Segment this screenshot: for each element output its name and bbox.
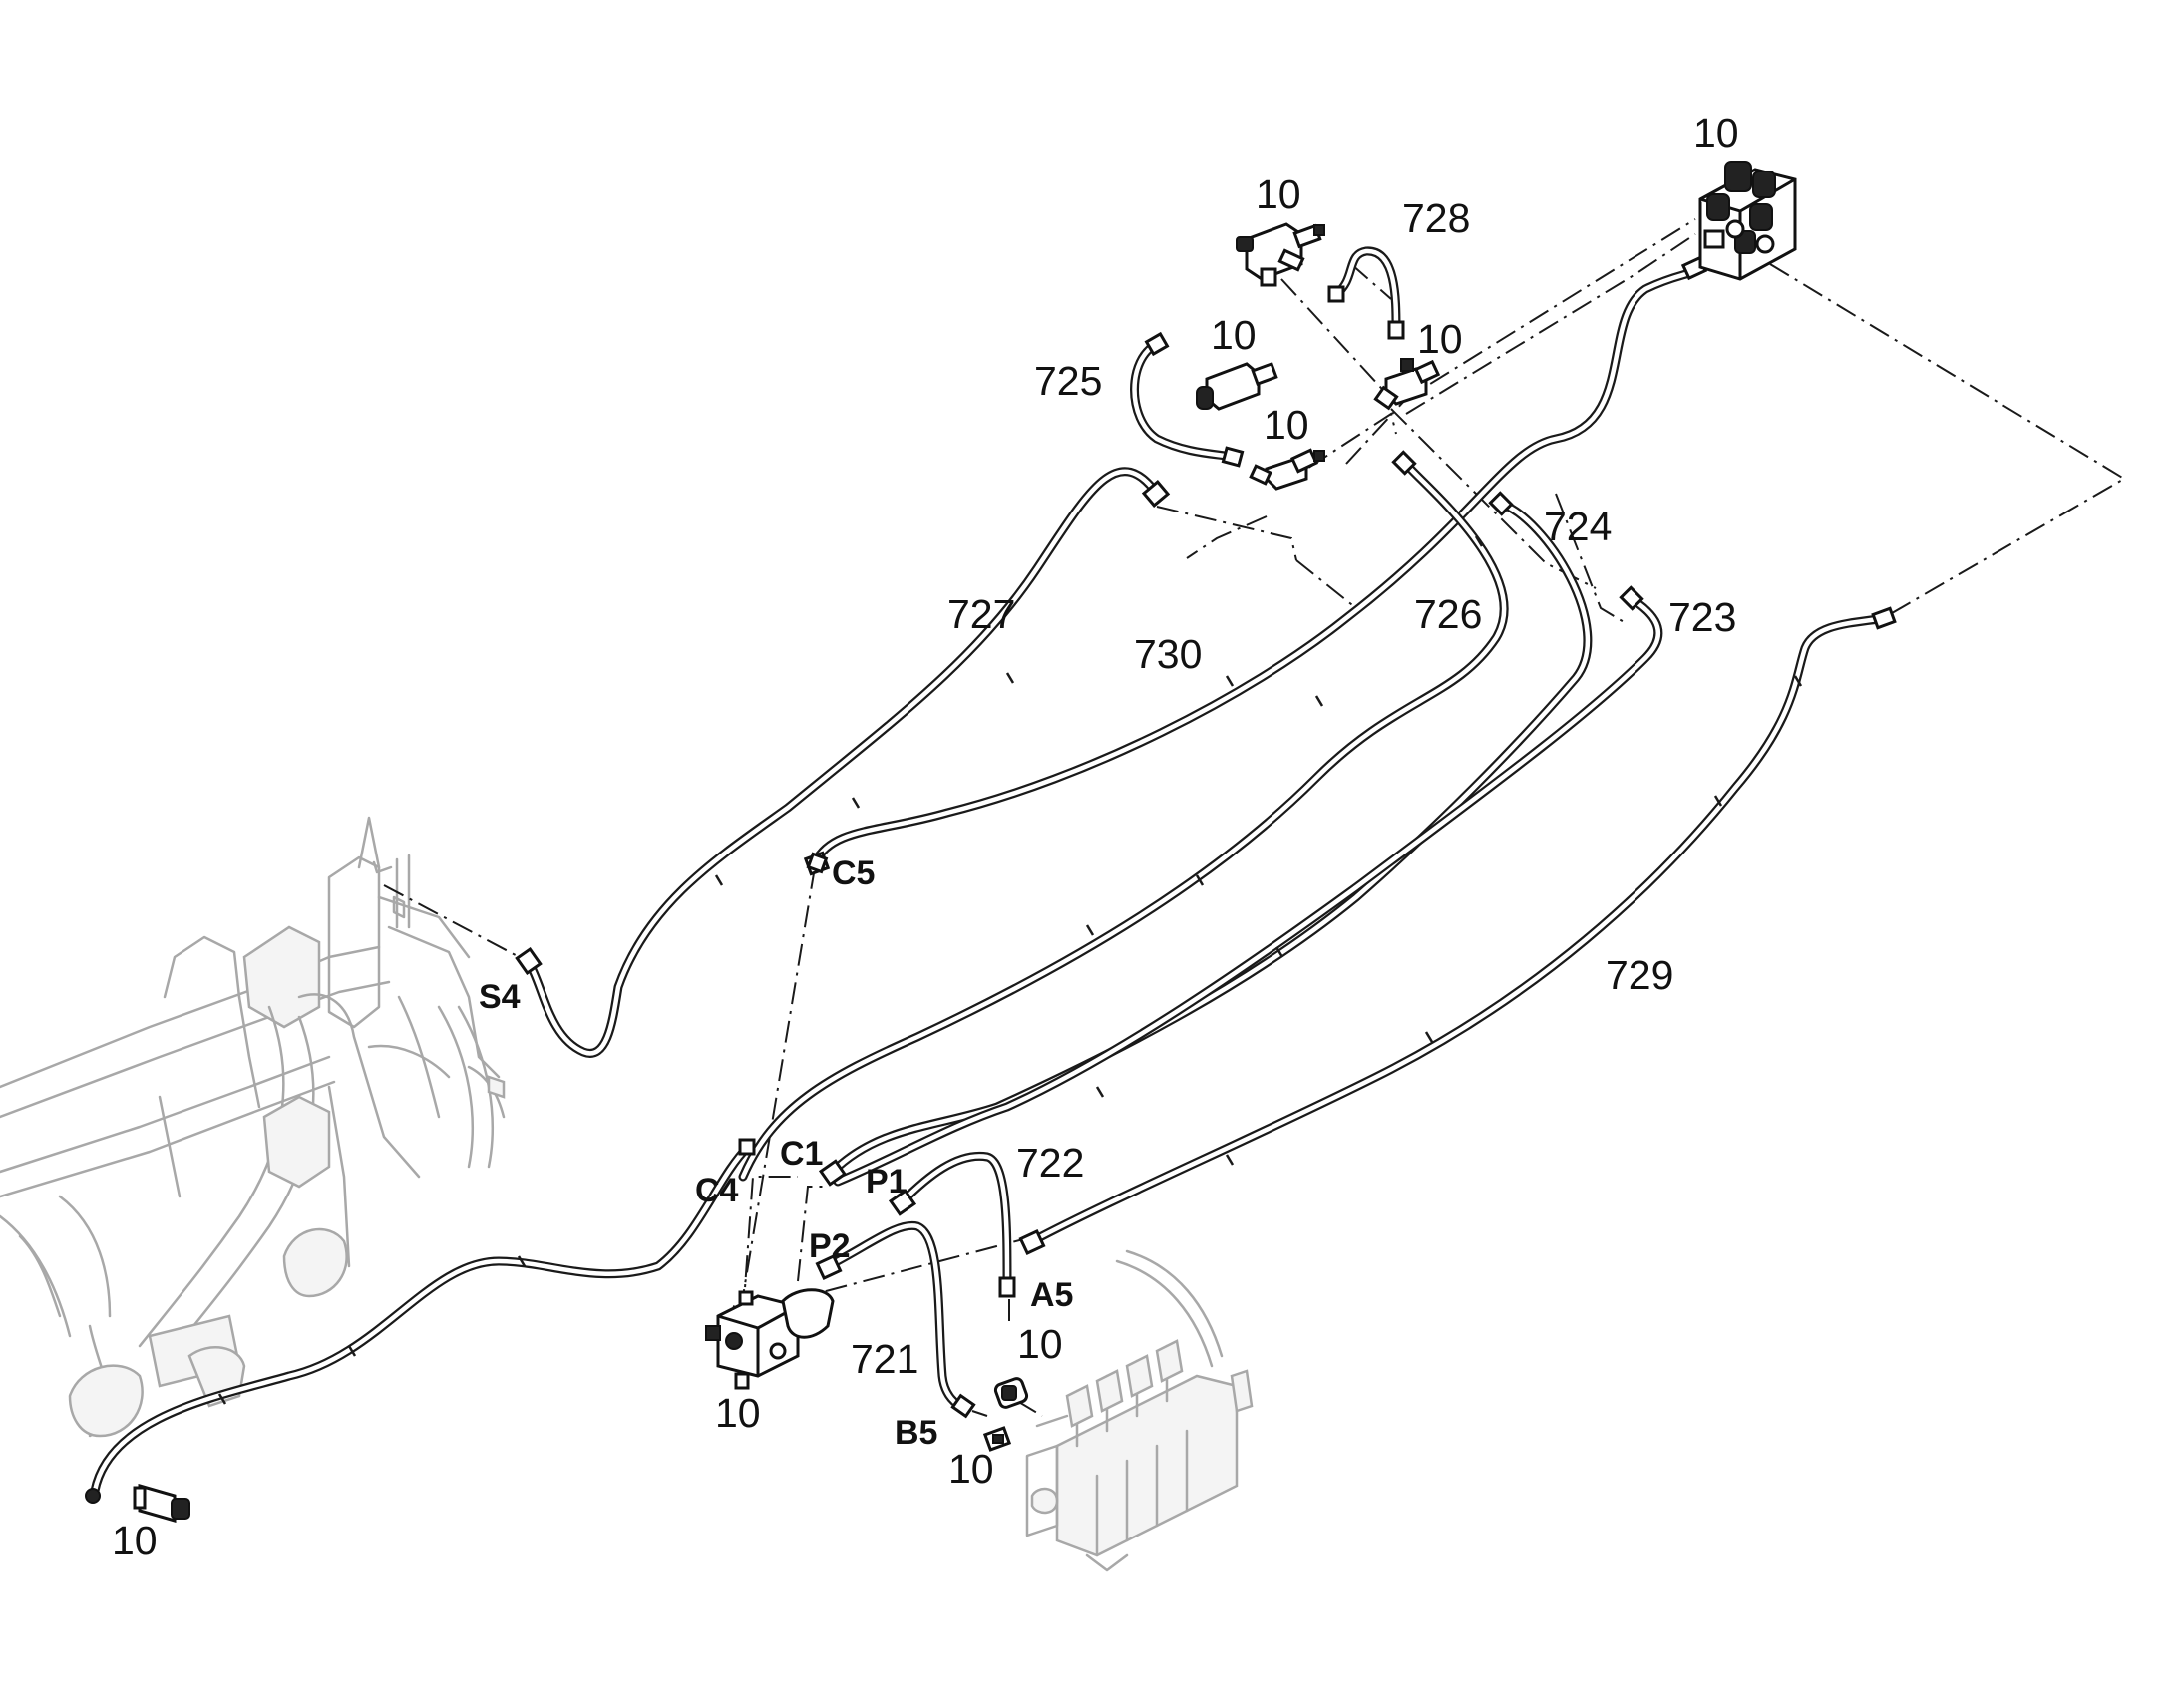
hose-729 <box>1027 613 1890 1246</box>
label-fitting-right-elbow: 10 <box>1417 316 1463 362</box>
label-port-c5: C5 <box>832 854 875 892</box>
hose-730 <box>810 264 1700 867</box>
hose-ends <box>85 255 1897 1504</box>
adapter-fitting-icon <box>1196 362 1278 411</box>
ghost-control-valve-bank <box>1025 1249 1254 1572</box>
label-hose-722: 722 <box>1016 1140 1084 1186</box>
label-fitting-bottom-left: 10 <box>112 1518 158 1563</box>
component-labels: 10 10 10 10 10 10 10 10 10 <box>112 110 1739 1563</box>
leader-lines <box>383 218 2126 1417</box>
hose-723 <box>833 593 1663 1187</box>
label-fitting-left-elbow: 10 <box>1264 402 1309 448</box>
label-port-c1: C1 <box>780 1135 823 1173</box>
label-fitting-top-tee: 10 <box>1256 171 1301 217</box>
hose-727 <box>524 467 1162 1058</box>
port-labels: S4 C5 C1 C4 P1 P2 A5 B5 <box>479 854 1073 1452</box>
hose-c4-long <box>90 1142 753 1496</box>
hose-ticks <box>217 535 1803 1405</box>
bottom-left-fitting-icon <box>133 1484 190 1523</box>
hose-725 <box>1130 339 1237 462</box>
elbow-fitting-icon <box>1249 448 1325 491</box>
hoses <box>90 246 1890 1496</box>
hose-722 <box>898 1151 1012 1286</box>
b5-fitting-icon <box>982 1426 1012 1452</box>
label-hose-726: 726 <box>1414 591 1482 637</box>
label-port-b5: B5 <box>895 1414 937 1452</box>
label-port-c4: C4 <box>695 1172 739 1209</box>
label-hose-727: 727 <box>947 591 1015 637</box>
label-port-a5: A5 <box>1030 1276 1073 1314</box>
label-hose-723: 723 <box>1668 594 1736 640</box>
label-fitting-top-right: 10 <box>1693 110 1739 156</box>
ghost-chassis-assembly <box>0 816 506 1438</box>
tee-fitting-icon <box>1236 222 1325 287</box>
label-hose-729: 729 <box>1606 952 1673 998</box>
a5-fitting-icon <box>993 1377 1029 1409</box>
right-elbow-fitting-icon <box>1373 358 1441 411</box>
label-hose-730: 730 <box>1134 631 1202 677</box>
manifold-block-icon <box>1698 161 1797 281</box>
label-hose-728: 728 <box>1402 195 1470 241</box>
label-port-p1: P1 <box>866 1163 908 1200</box>
label-port-s4: S4 <box>479 978 521 1016</box>
hose-labels: 727 730 726 724 723 729 722 721 725 728 <box>851 195 1736 1382</box>
hose-728 <box>1331 246 1401 334</box>
label-hose-724: 724 <box>1544 504 1612 549</box>
label-hose-721: 721 <box>851 1336 918 1382</box>
label-port-p2: P2 <box>809 1227 851 1265</box>
hose-724 <box>828 499 1593 1177</box>
label-fitting-mid-adapter: 10 <box>1211 312 1257 358</box>
hose-721 <box>823 1220 967 1411</box>
central-valve-icon <box>705 1288 835 1390</box>
label-fitting-a5: 10 <box>1017 1321 1063 1367</box>
label-fitting-valve-bottom: 10 <box>715 1390 761 1436</box>
label-hose-725: 725 <box>1034 358 1102 404</box>
label-fitting-b5: 10 <box>948 1446 994 1492</box>
hose-726 <box>738 459 1509 1182</box>
